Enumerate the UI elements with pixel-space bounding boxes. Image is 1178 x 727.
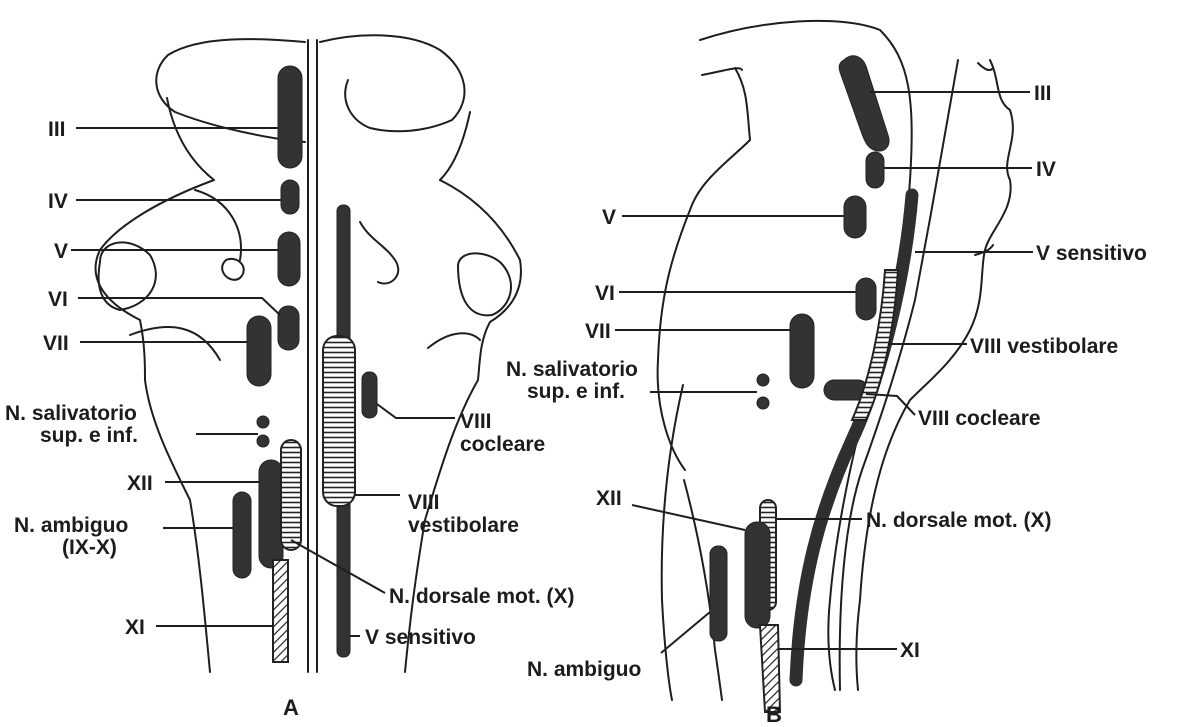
- nucleus-v: [278, 232, 300, 286]
- label-xii-b: XII: [596, 487, 622, 510]
- label-viii-vestibolare-line2: vestibolare: [408, 514, 519, 537]
- label-xi: XI: [125, 616, 145, 639]
- label-ambiguo-b: N. ambiguo: [527, 658, 641, 681]
- label-dorsale-mot: N. dorsale mot. (X): [389, 585, 575, 608]
- label-v-sensitivo: V sensitivo: [365, 626, 476, 649]
- nucleus-iii-b: [839, 56, 889, 151]
- nucleus-vi-b: [856, 278, 876, 320]
- nucleus-dorsale-mot: [281, 440, 301, 550]
- nucleus-salivatorio-inf: [257, 435, 269, 447]
- panel-a-caption: A: [283, 695, 299, 720]
- nucleus-vii: [247, 316, 271, 386]
- nucleus-xi-b: [760, 625, 780, 712]
- nucleus-v-b: [844, 196, 866, 238]
- label-iv-b: IV: [1036, 158, 1056, 181]
- label-salivatorio-b-line2: sup. e inf.: [527, 380, 625, 403]
- label-v-sensitivo-b: V sensitivo: [1036, 242, 1147, 265]
- label-vii: VII: [43, 332, 69, 355]
- label-viii-cocleare-line2: cocleare: [460, 433, 545, 456]
- nucleus-xii-b: [745, 522, 770, 628]
- label-ambiguo-line2: (IX-X): [62, 536, 117, 559]
- nucleus-salivatorio-sup-b: [757, 374, 769, 386]
- panel-b: III IV V V sensitivo VI VII VIII vestibo…: [506, 21, 1147, 727]
- nucleus-v-sensitivo-b: [796, 195, 912, 680]
- label-viii-cocleare-b: VIII cocleare: [918, 407, 1041, 430]
- label-salivatorio-line2: sup. e inf.: [40, 424, 138, 447]
- label-vi: VI: [48, 288, 68, 311]
- label-xii: XII: [127, 472, 153, 495]
- nucleus-salivatorio-inf-b: [757, 397, 769, 409]
- panel-a-nuclei: [233, 66, 377, 662]
- nucleus-iv-b: [866, 152, 884, 188]
- panel-a-outline: [96, 35, 521, 672]
- panel-a: III IV V VI VII N. salivatorio sup. e in…: [5, 35, 575, 720]
- nucleus-xi: [273, 560, 288, 662]
- label-v-b: V: [602, 206, 616, 229]
- nucleus-ambiguo-b: [710, 546, 727, 641]
- nucleus-salivatorio-sup: [257, 416, 269, 428]
- nucleus-viii-cocleare: [362, 372, 377, 418]
- label-vi-b: VI: [595, 282, 615, 305]
- panel-b-nuclei: [710, 56, 912, 712]
- nucleus-vii-b: [790, 314, 814, 388]
- nucleus-iv: [281, 180, 299, 214]
- label-v: V: [54, 240, 68, 263]
- label-viii-vestibolare-b: VIII vestibolare: [970, 335, 1118, 358]
- label-xi-b: XI: [900, 639, 920, 662]
- label-viii-vestibolare-line1: VIII: [408, 491, 440, 514]
- panel-b-caption: B: [766, 702, 782, 727]
- nucleus-xii: [259, 460, 283, 568]
- label-iii: III: [48, 118, 66, 141]
- label-viii-cocleare-line1: VIII: [460, 410, 492, 433]
- label-vii-b: VII: [585, 320, 611, 343]
- nucleus-iii: [278, 66, 302, 168]
- nucleus-vi: [278, 306, 299, 350]
- label-dorsale-mot-b: N. dorsale mot. (X): [866, 509, 1052, 532]
- label-salivatorio-b-line1: N. salivatorio: [506, 358, 638, 381]
- label-iii-b: III: [1034, 82, 1052, 105]
- nucleus-viii-vestibolare: [323, 336, 355, 506]
- panel-b-leaders: [615, 92, 1033, 653]
- nucleus-ambiguo: [233, 492, 251, 578]
- label-iv: IV: [48, 190, 68, 213]
- label-ambiguo-line1: N. ambiguo: [14, 514, 128, 537]
- label-salivatorio-line1: N. salivatorio: [5, 402, 137, 425]
